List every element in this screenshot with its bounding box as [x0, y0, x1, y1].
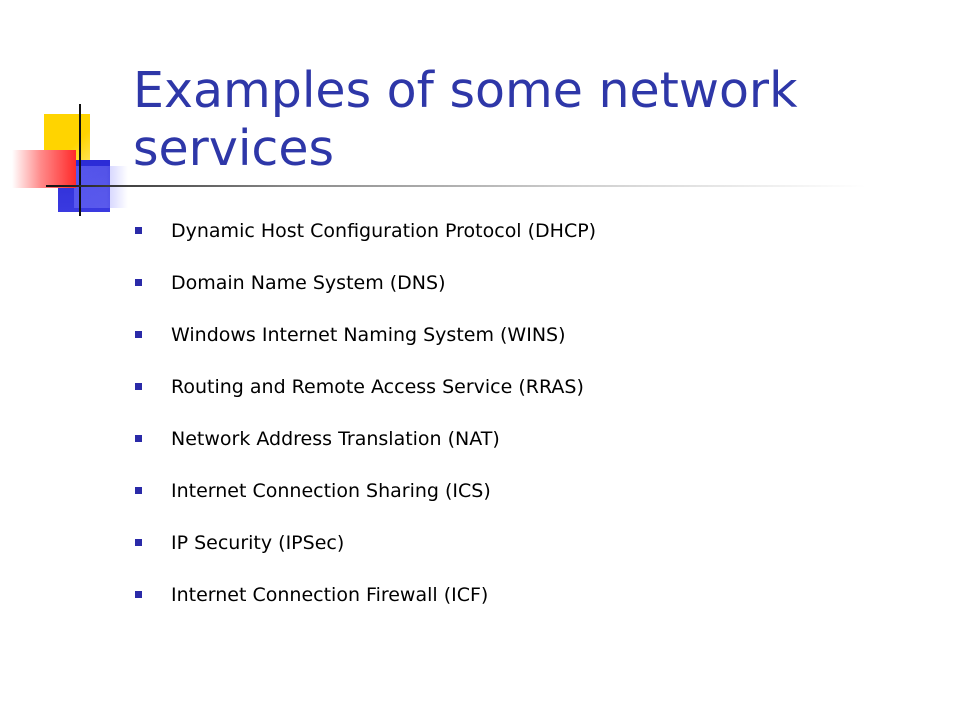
bullet-text: Domain Name System (DNS) — [171, 272, 446, 294]
bullet-item: IP Security (IPSec) — [135, 517, 596, 569]
bullet-item: Internet Connection Sharing (ICS) — [135, 465, 596, 517]
bullet-item: Internet Connection Firewall (ICF) — [135, 569, 596, 621]
bullet-item: Dynamic Host Configuration Protocol (DHC… — [135, 205, 596, 257]
bullet-text: Routing and Remote Access Service (RRAS) — [171, 376, 584, 398]
bullet-text: Dynamic Host Configuration Protocol (DHC… — [171, 220, 597, 242]
slide-title: Examples of some network services — [133, 62, 798, 177]
bullet-square-icon — [135, 227, 142, 234]
bullet-text: Internet Connection Firewall (ICF) — [171, 584, 489, 606]
bullet-text: Windows Internet Naming System (WINS) — [171, 324, 566, 346]
bullet-item: Windows Internet Naming System (WINS) — [135, 309, 596, 361]
red-bar-decoration — [12, 150, 76, 188]
bullet-text: IP Security (IPSec) — [171, 532, 345, 554]
bullet-square-icon — [135, 331, 142, 338]
bullet-text: Network Address Translation (NAT) — [171, 428, 500, 450]
bullet-square-icon — [135, 435, 142, 442]
bullet-list: Dynamic Host Configuration Protocol (DHC… — [135, 205, 596, 621]
title-underline-rule — [46, 185, 866, 187]
bullet-text: Internet Connection Sharing (ICS) — [171, 480, 491, 502]
bullet-square-icon — [135, 539, 142, 546]
bullet-square-icon — [135, 487, 142, 494]
blue-glow-decoration — [74, 166, 128, 208]
bullet-square-icon — [135, 279, 142, 286]
bullet-item: Network Address Translation (NAT) — [135, 413, 596, 465]
bullet-square-icon — [135, 383, 142, 390]
vertical-rule — [79, 104, 81, 216]
bullet-item: Routing and Remote Access Service (RRAS) — [135, 361, 596, 413]
bullet-square-icon — [135, 591, 142, 598]
slide-decoration — [0, 0, 130, 220]
bullet-item: Domain Name System (DNS) — [135, 257, 596, 309]
